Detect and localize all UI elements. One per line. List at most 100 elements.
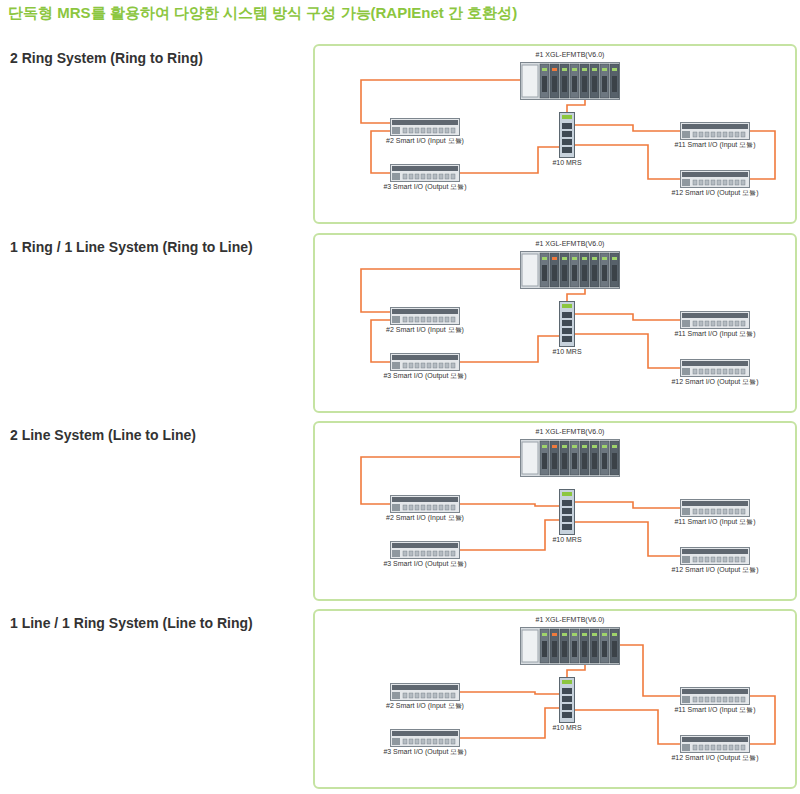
device-label: #11 Smart I/O (Input 모듈) bbox=[674, 705, 755, 715]
io-device-picture bbox=[680, 311, 750, 329]
io-device-picture bbox=[680, 122, 750, 140]
device-label: #1 XGL-EFMTB(V6.0) bbox=[536, 427, 605, 437]
smart-io: #2 Smart I/O (Input 모듈) bbox=[386, 118, 464, 146]
system-panel: 2 Ring System (Ring to Ring) #1 XGL-EFMTB… bbox=[0, 44, 800, 226]
ring-switch: #10 MRS bbox=[552, 301, 581, 357]
panel-heading: 1 Ring / 1 Line System (Ring to Line) bbox=[10, 239, 253, 255]
panel-heading: 1 Line / 1 Ring System (Line to Ring) bbox=[10, 615, 253, 631]
panel-frame: #1 XGL-EFMTB(V6.0) #2 Smart I/O (Input 모듈… bbox=[313, 421, 797, 601]
ethernet-cable bbox=[460, 504, 559, 506]
io-device-picture bbox=[390, 683, 460, 701]
io-device-picture bbox=[390, 118, 460, 136]
smart-io: #3 Smart I/O (Output 모듈) bbox=[383, 729, 466, 757]
panel-frame: #1 XGL-EFMTB(V6.0) #2 Smart I/O (Input 모듈… bbox=[313, 609, 797, 789]
io-device-picture bbox=[390, 729, 460, 747]
io-device-picture bbox=[680, 735, 750, 753]
device-label: #3 Smart I/O (Output 모듈) bbox=[383, 371, 466, 381]
ethernet-cable bbox=[460, 708, 559, 738]
panel-frame: #1 XGL-EFMTB(V6.0) #2 Smart I/O (Input 모듈… bbox=[313, 233, 797, 413]
smart-io: #11 Smart I/O (Input 모듈) bbox=[674, 687, 755, 715]
ethernet-cable bbox=[620, 645, 680, 696]
system-panel: 1 Ring / 1 Line System (Ring to Line) #1 … bbox=[0, 233, 800, 415]
device-label: #3 Smart I/O (Output 모듈) bbox=[383, 559, 466, 569]
ethernet-cable bbox=[575, 334, 680, 368]
panel-heading: 2 Ring System (Ring to Ring) bbox=[10, 50, 203, 66]
ethernet-cable bbox=[567, 100, 585, 112]
plc-cpu: #1 XGL-EFMTB(V6.0) bbox=[520, 427, 620, 477]
device-label: #12 Smart I/O (Output 모듈) bbox=[671, 753, 758, 763]
ethernet-cable bbox=[575, 522, 680, 556]
system-panel: 2 Line System (Line to Line) #1 XGL-EFMTB… bbox=[0, 421, 800, 603]
io-device-picture bbox=[390, 307, 460, 325]
device-label: #11 Smart I/O (Input 모듈) bbox=[674, 517, 755, 527]
plc-device-picture bbox=[520, 249, 620, 289]
ethernet-cable bbox=[460, 520, 559, 550]
io-device-picture bbox=[680, 499, 750, 517]
smart-io: #3 Smart I/O (Output 모듈) bbox=[383, 164, 466, 192]
smart-io: #12 Smart I/O (Output 모듈) bbox=[671, 359, 758, 387]
device-label: #12 Smart I/O (Output 모듈) bbox=[671, 377, 758, 387]
system-panel: 1 Line / 1 Ring System (Line to Ring) #1 … bbox=[0, 609, 800, 791]
plc-device-picture bbox=[520, 60, 620, 100]
smart-io: #2 Smart I/O (Input 모듈) bbox=[386, 307, 464, 335]
ring-switch: #10 MRS bbox=[552, 112, 581, 168]
io-device-picture bbox=[390, 541, 460, 559]
ethernet-cable bbox=[575, 145, 680, 179]
ethernet-cable bbox=[460, 692, 559, 694]
device-label: #2 Smart I/O (Input 모듈) bbox=[386, 325, 464, 335]
plc-device-picture bbox=[520, 625, 620, 665]
ethernet-cable bbox=[575, 125, 680, 131]
device-label: #11 Smart I/O (Input 모듈) bbox=[674, 140, 755, 150]
device-label: #1 XGL-EFMTB(V6.0) bbox=[536, 615, 605, 625]
smart-io: #12 Smart I/O (Output 모듈) bbox=[671, 735, 758, 763]
device-label: #2 Smart I/O (Input 모듈) bbox=[386, 136, 464, 146]
page-title: 단독형 MRS를 활용하여 다양한 시스템 방식 구성 가능(RAPIEnet … bbox=[8, 4, 517, 23]
ethernet-cable bbox=[575, 314, 680, 320]
panel-frame: #1 XGL-EFMTB(V6.0) #2 Smart I/O (Input 모듈… bbox=[313, 44, 797, 224]
ethernet-cable bbox=[575, 502, 680, 508]
smart-io: #2 Smart I/O (Input 모듈) bbox=[386, 683, 464, 711]
ethernet-cable bbox=[750, 696, 775, 744]
mrs-device-picture bbox=[559, 489, 575, 535]
smart-io: #11 Smart I/O (Input 모듈) bbox=[674, 311, 755, 339]
device-label: #10 MRS bbox=[552, 723, 581, 733]
ethernet-cable bbox=[750, 131, 775, 179]
mrs-device-picture bbox=[559, 301, 575, 347]
io-device-picture bbox=[680, 359, 750, 377]
device-label: #11 Smart I/O (Input 모듈) bbox=[674, 329, 755, 339]
ethernet-cable bbox=[575, 710, 680, 744]
smart-io: #3 Smart I/O (Output 모듈) bbox=[383, 353, 466, 381]
ring-switch: #10 MRS bbox=[552, 489, 581, 545]
ethernet-cable bbox=[460, 147, 559, 173]
smart-io: #3 Smart I/O (Output 모듈) bbox=[383, 541, 466, 569]
device-label: #10 MRS bbox=[552, 535, 581, 545]
plc-cpu: #1 XGL-EFMTB(V6.0) bbox=[520, 239, 620, 289]
smart-io: #11 Smart I/O (Input 모듈) bbox=[674, 122, 755, 150]
panel-heading: 2 Line System (Line to Line) bbox=[10, 427, 196, 443]
ethernet-cable bbox=[567, 289, 585, 301]
smart-io: #12 Smart I/O (Output 모듈) bbox=[671, 547, 758, 575]
ethernet-cable bbox=[361, 80, 520, 123]
smart-io: #11 Smart I/O (Input 모듈) bbox=[674, 499, 755, 527]
smart-io: #12 Smart I/O (Output 모듈) bbox=[671, 170, 758, 198]
smart-io: #2 Smart I/O (Input 모듈) bbox=[386, 495, 464, 523]
ethernet-cable bbox=[361, 269, 520, 312]
mrs-device-picture bbox=[559, 112, 575, 158]
ethernet-cable bbox=[460, 336, 559, 362]
device-label: #2 Smart I/O (Input 모듈) bbox=[386, 701, 464, 711]
device-label: #3 Smart I/O (Output 모듈) bbox=[383, 747, 466, 757]
io-device-picture bbox=[680, 170, 750, 188]
mrs-device-picture bbox=[559, 677, 575, 723]
device-label: #2 Smart I/O (Input 모듈) bbox=[386, 513, 464, 523]
ring-switch: #10 MRS bbox=[552, 677, 581, 733]
device-label: #10 MRS bbox=[552, 347, 581, 357]
plc-device-picture bbox=[520, 437, 620, 477]
plc-cpu: #1 XGL-EFMTB(V6.0) bbox=[520, 615, 620, 665]
ethernet-cable bbox=[567, 665, 585, 677]
io-device-picture bbox=[390, 495, 460, 513]
device-label: #3 Smart I/O (Output 모듈) bbox=[383, 182, 466, 192]
device-label: #10 MRS bbox=[552, 158, 581, 168]
device-label: #1 XGL-EFMTB(V6.0) bbox=[536, 50, 605, 60]
plc-cpu: #1 XGL-EFMTB(V6.0) bbox=[520, 50, 620, 100]
device-label: #1 XGL-EFMTB(V6.0) bbox=[536, 239, 605, 249]
